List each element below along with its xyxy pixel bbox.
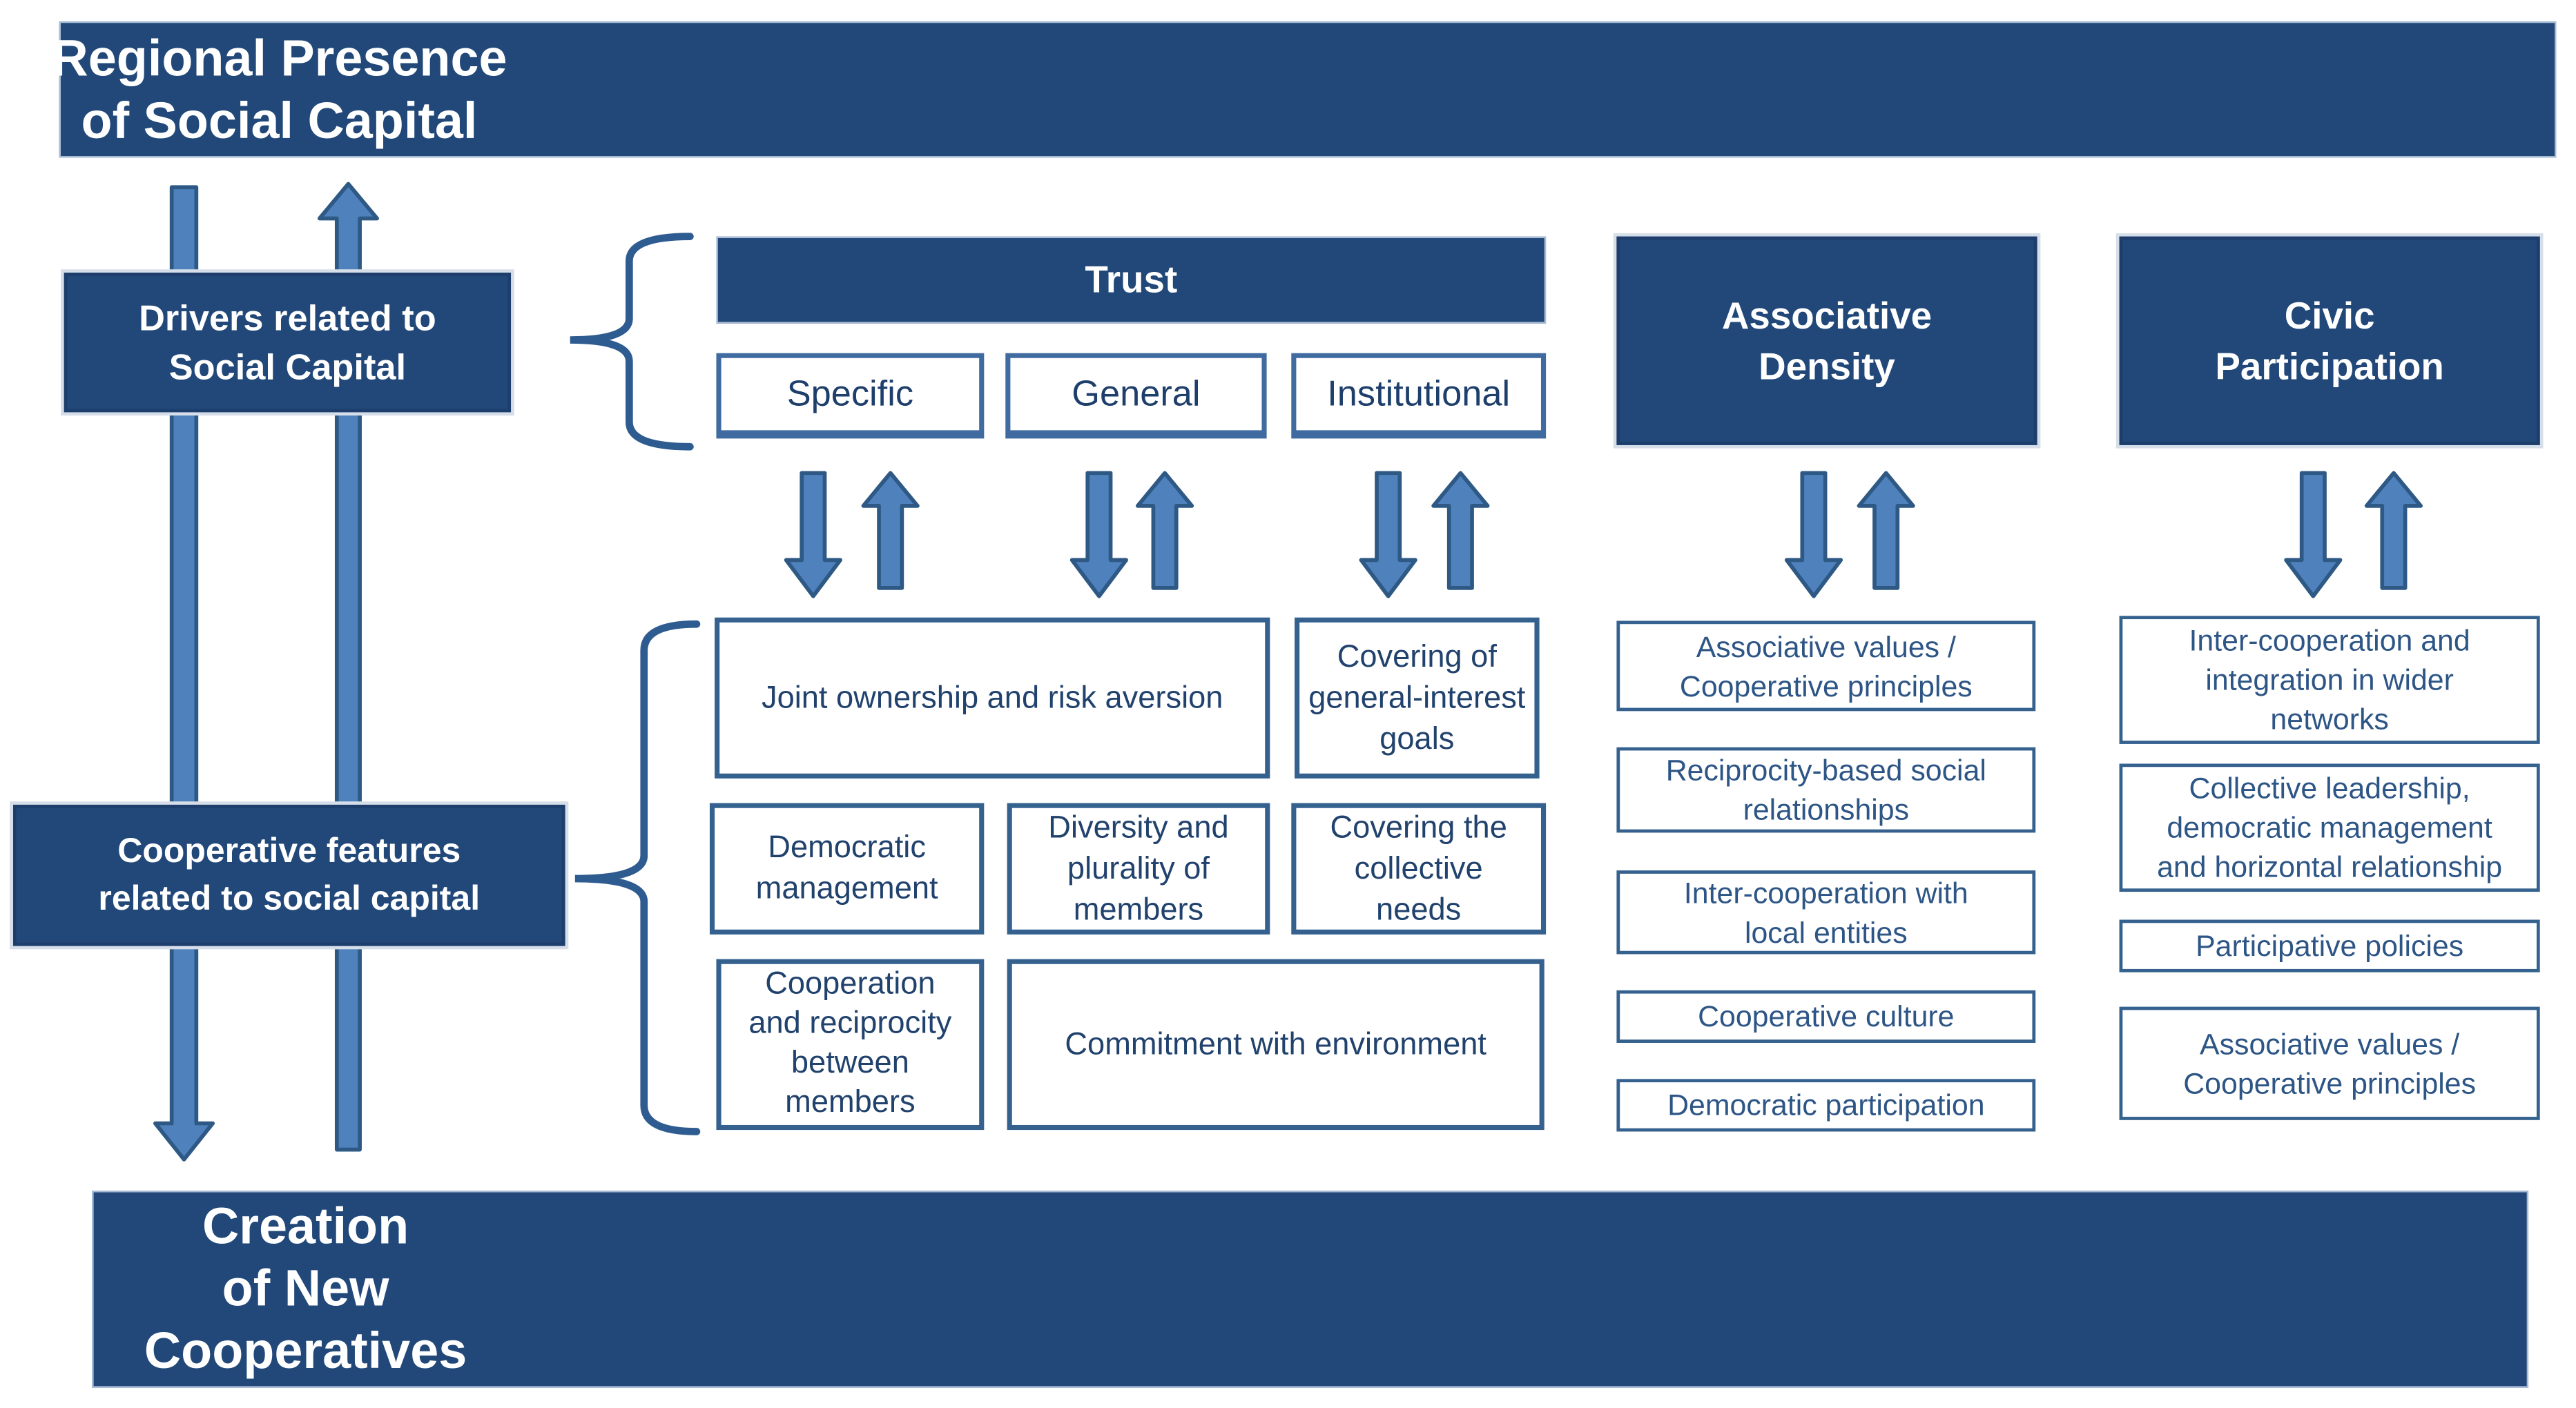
box-collective-leadership: Collective leadership, democratic manage… bbox=[2119, 763, 2540, 892]
down-arrow-icon-civic bbox=[2284, 471, 2343, 598]
box-wider-networks: Inter-cooperation and integration in wid… bbox=[2119, 616, 2540, 744]
box-trust-general: General bbox=[1005, 353, 1267, 439]
box-trust-specific: Specific bbox=[716, 353, 985, 439]
box-trust-institutional: Institutional bbox=[1291, 353, 1547, 439]
box-commitment-environment: Commitment with environment bbox=[1007, 959, 1544, 1131]
up-arrow-icon-civic bbox=[2364, 471, 2423, 590]
down-arrow-icon-institutional bbox=[1359, 471, 1417, 598]
banner-creation-new-cooperatives-label: Creation of New Cooperatives bbox=[144, 1197, 467, 1380]
box-cooperative-features: Cooperative features related to social c… bbox=[13, 804, 565, 946]
box-diversity-plurality: Diversity and plurality of members bbox=[1007, 803, 1270, 935]
box-joint-ownership: Joint ownership and risk aversion bbox=[715, 617, 1270, 779]
header-civic-participation: Civic Participation bbox=[2119, 236, 2540, 445]
header-trust: Trust bbox=[716, 236, 1547, 324]
box-associative-values-2: Associative values / Cooperative princip… bbox=[2119, 1006, 2540, 1120]
box-cooperation-reciprocity: Cooperation and reciprocity between memb… bbox=[716, 959, 985, 1131]
box-democratic-participation: Democratic participation bbox=[1616, 1079, 2036, 1132]
box-participative-policies: Participative policies bbox=[2119, 919, 2540, 972]
up-arrow-icon-institutional bbox=[1431, 471, 1490, 590]
box-drivers-social-capital: Drivers related to Social Capital bbox=[64, 272, 512, 413]
box-covering-general-interest: Covering of general-interest goals bbox=[1295, 617, 1540, 779]
banner-regional-presence bbox=[59, 21, 2557, 158]
down-arrow-icon-specific bbox=[784, 471, 842, 598]
header-associative-density: Associative Density bbox=[1616, 236, 2037, 445]
up-arrow-icon-general bbox=[1135, 471, 1194, 590]
up-arrow-icon-associative bbox=[1857, 471, 1915, 590]
up-arrow-icon-left-long bbox=[317, 182, 379, 1152]
box-intercooperation-local: Inter-cooperation with local entities bbox=[1616, 870, 2036, 955]
curly-brace-icon-features bbox=[574, 620, 701, 1135]
down-arrow-icon-associative bbox=[1784, 471, 1843, 598]
down-arrow-icon-general bbox=[1069, 471, 1129, 598]
box-democratic-management: Democratic management bbox=[709, 803, 985, 935]
box-reciprocity-relationships: Reciprocity-based social relationships bbox=[1616, 747, 2036, 833]
banner-regional-presence-label: Regional Presence of Social Capital bbox=[51, 28, 507, 149]
up-arrow-icon-specific bbox=[861, 471, 920, 590]
curly-brace-icon-drivers bbox=[570, 233, 694, 451]
box-cooperative-culture: Cooperative culture bbox=[1616, 990, 2036, 1043]
box-associative-values-1: Associative values / Cooperative princip… bbox=[1616, 620, 2036, 712]
banner-creation-new-cooperatives bbox=[92, 1191, 2529, 1388]
box-covering-collective-needs: Covering the collective needs bbox=[1291, 803, 1547, 935]
